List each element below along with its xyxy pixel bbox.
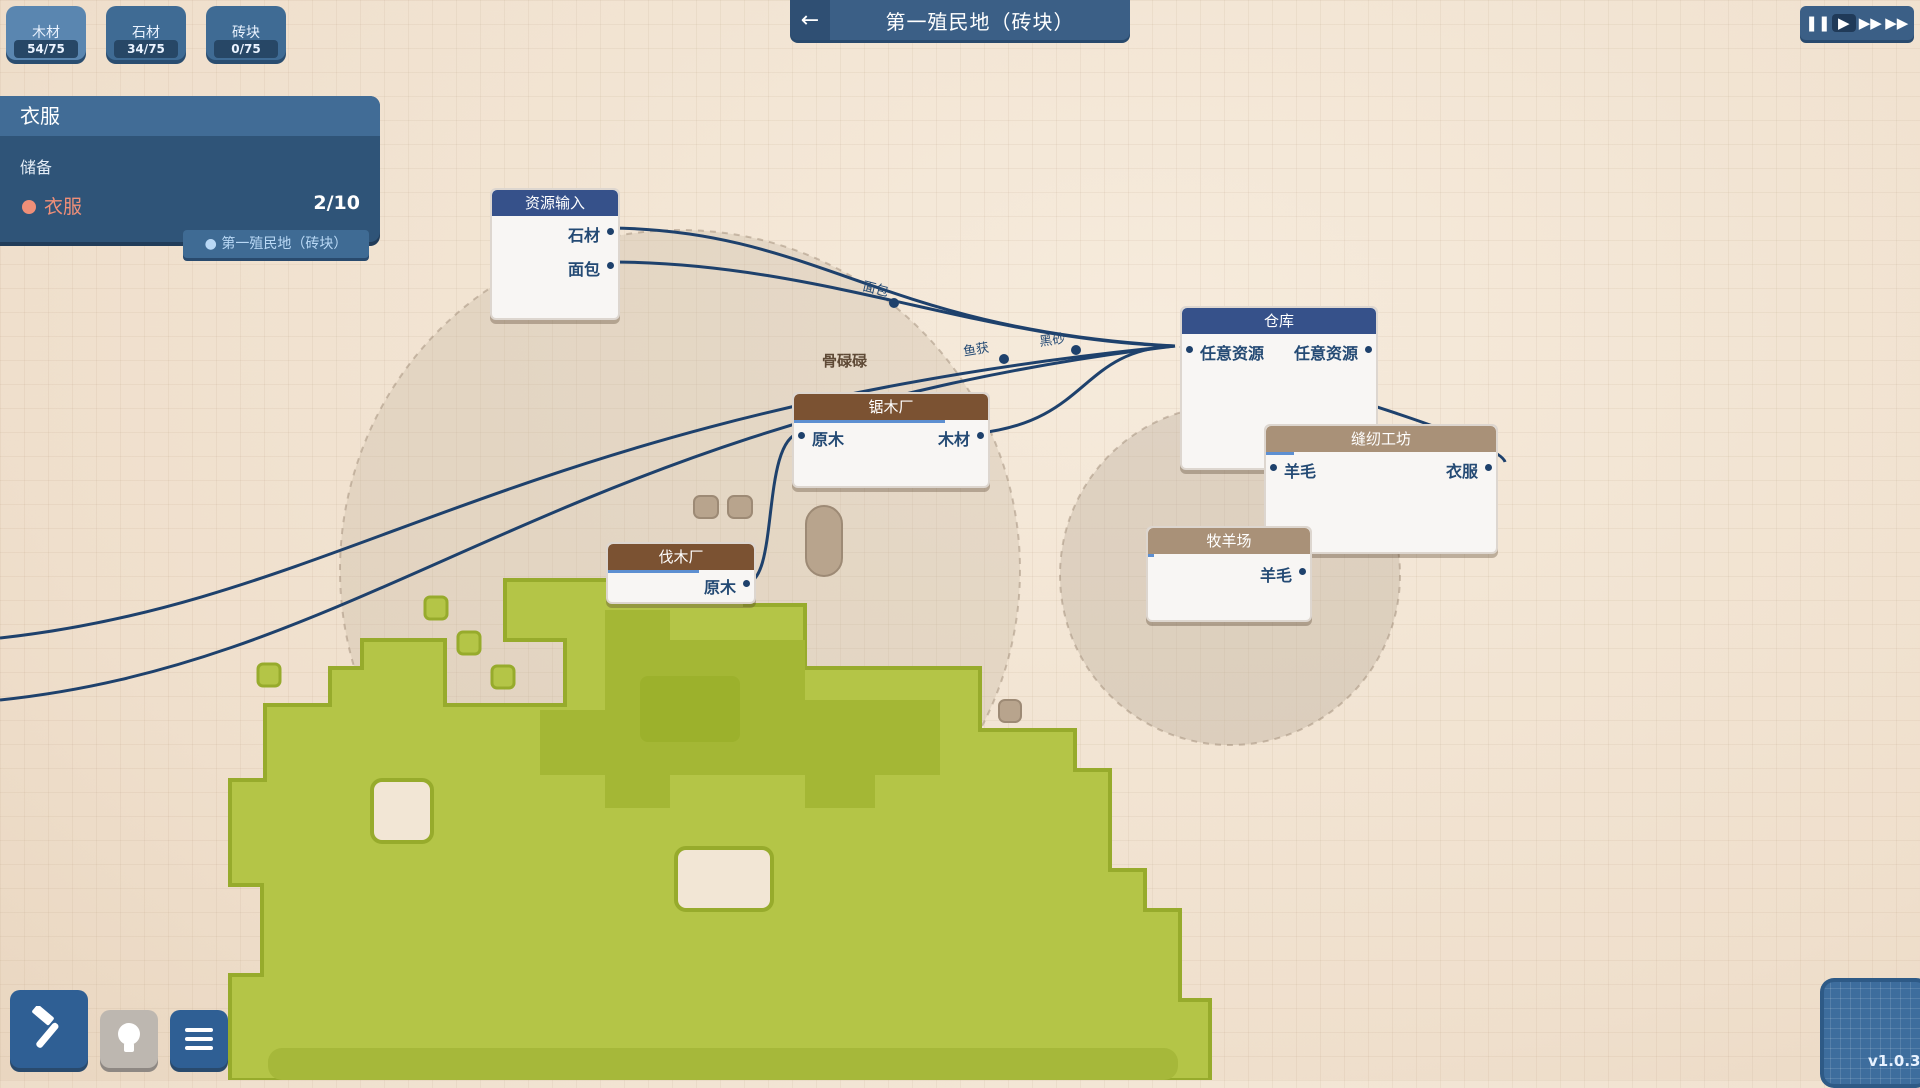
fastest-icon[interactable]: ▶▶ (1885, 14, 1909, 32)
node-title: 伐木厂 (608, 544, 754, 570)
link-wood-to-warehouse (979, 344, 1176, 435)
output-port[interactable] (607, 228, 614, 235)
link-label-bread: 面包 (861, 279, 890, 300)
inspector-item-label: 衣服 (22, 192, 82, 219)
production-progress (1148, 554, 1155, 557)
area-name-label: 骨碌碌 (822, 352, 868, 370)
resource-count: 0/75 (214, 40, 278, 58)
link-label-fish: 鱼获 (962, 340, 990, 360)
output-port[interactable] (1299, 568, 1306, 575)
link-junction (1071, 345, 1081, 355)
location-label: 第一殖民地（砖块） (221, 236, 348, 252)
colony-title: 第一殖民地（砖块） (885, 9, 1075, 34)
node-resource-input[interactable]: 资源输入 石材 面包 (490, 188, 620, 320)
link-offmap-1 (0, 344, 1176, 640)
node-sawmill[interactable]: 锯木厂 原木 木材 (792, 392, 990, 488)
dense-grass (268, 1048, 1178, 1080)
output-port[interactable] (1485, 464, 1492, 471)
input-port-label: 羊毛 (1284, 462, 1317, 481)
input-port[interactable] (1270, 464, 1277, 471)
rock[interactable] (998, 699, 1022, 723)
grass-island (228, 578, 1212, 1080)
output-port-label: 任意资源 (1293, 344, 1358, 363)
map-pin-icon: ● (204, 236, 217, 252)
node-sheep-farm[interactable]: 牧羊场 羊毛 (1146, 526, 1312, 622)
output-port-label: 原木 (703, 578, 736, 597)
link-label-misc: 黑砂 (1038, 331, 1066, 349)
production-progress (608, 570, 699, 573)
lightbulb-icon (118, 1023, 140, 1052)
link-junction (889, 298, 899, 308)
link-junction (999, 354, 1009, 364)
resource-name: 砖块 (232, 25, 260, 41)
output-port-label: 面包 (567, 260, 600, 279)
input-port-label: 原木 (812, 430, 845, 449)
fast-forward-icon[interactable]: ▶▶ (1858, 14, 1882, 32)
resource-chip-wood[interactable]: 木材 54/75 (6, 6, 86, 60)
island-hole (370, 778, 434, 844)
link-offmap-2 (0, 344, 1176, 702)
output-port[interactable] (607, 262, 614, 269)
arrow-left-icon: ← (800, 7, 820, 33)
back-button[interactable]: ← (790, 0, 830, 40)
production-progress (1266, 452, 1294, 455)
build-button[interactable] (10, 990, 88, 1068)
output-port-label: 羊毛 (1259, 566, 1292, 585)
resource-count: 54/75 (14, 40, 78, 58)
rock[interactable] (693, 495, 719, 519)
rock[interactable] (805, 505, 843, 577)
input-port-label: 任意资源 (1200, 344, 1265, 363)
inspector-title: 衣服 (0, 96, 380, 136)
resource-chip-brick[interactable]: 砖块 0/75 (206, 6, 286, 60)
menu-icon (185, 1028, 213, 1050)
grass-patch (256, 662, 282, 688)
menu-button[interactable] (170, 1010, 228, 1068)
output-port[interactable] (977, 432, 984, 439)
resource-chip-stone[interactable]: 石材 34/75 (106, 6, 186, 60)
inspector-section: 储备 (20, 158, 53, 177)
node-title: 锯木厂 (794, 394, 988, 420)
resource-name: 木材 (32, 25, 60, 41)
version-label: v1.0.3 (1868, 1052, 1920, 1070)
minimap[interactable] (1820, 978, 1920, 1088)
hammer-icon (32, 1006, 59, 1048)
output-port-label: 衣服 (1445, 462, 1478, 481)
inspector-item-count: 2/10 (313, 192, 360, 214)
output-port-label: 石材 (567, 226, 600, 245)
output-port-label: 木材 (937, 430, 970, 449)
output-port[interactable] (1365, 346, 1372, 353)
grass-patch (490, 664, 516, 690)
island-hole (674, 846, 774, 912)
rock[interactable] (727, 495, 753, 519)
node-title: 缝纫工坊 (1266, 426, 1496, 452)
node-title: 仓库 (1182, 308, 1376, 334)
node-title: 牧羊场 (1148, 528, 1310, 554)
pause-icon[interactable]: ❚❚ (1805, 14, 1831, 32)
colony-title-bar: ← 第一殖民地（砖块） (790, 0, 1130, 40)
grass-patch (423, 595, 449, 621)
node-title: 资源输入 (492, 190, 618, 216)
play-icon[interactable]: ▶ (1831, 14, 1856, 32)
output-port[interactable] (743, 580, 750, 587)
inspector-item-row[interactable]: 衣服 2/10 (0, 178, 380, 219)
input-port[interactable] (1186, 346, 1193, 353)
dense-grass (640, 676, 740, 742)
location-tag[interactable]: ● 第一殖民地（砖块） (183, 230, 369, 258)
speed-controls: ❚❚ ▶ ▶▶ ▶▶ (1800, 6, 1914, 40)
resource-count: 34/75 (114, 40, 178, 58)
hint-button[interactable] (100, 1010, 158, 1068)
input-port[interactable] (798, 432, 805, 439)
resource-name: 石材 (132, 25, 160, 41)
node-lumberjack[interactable]: 伐木厂 原木 (606, 542, 756, 604)
grass-patch (456, 630, 482, 656)
production-progress (794, 420, 946, 423)
inspector-panel: 衣服 储备 衣服 2/10 (0, 96, 380, 242)
